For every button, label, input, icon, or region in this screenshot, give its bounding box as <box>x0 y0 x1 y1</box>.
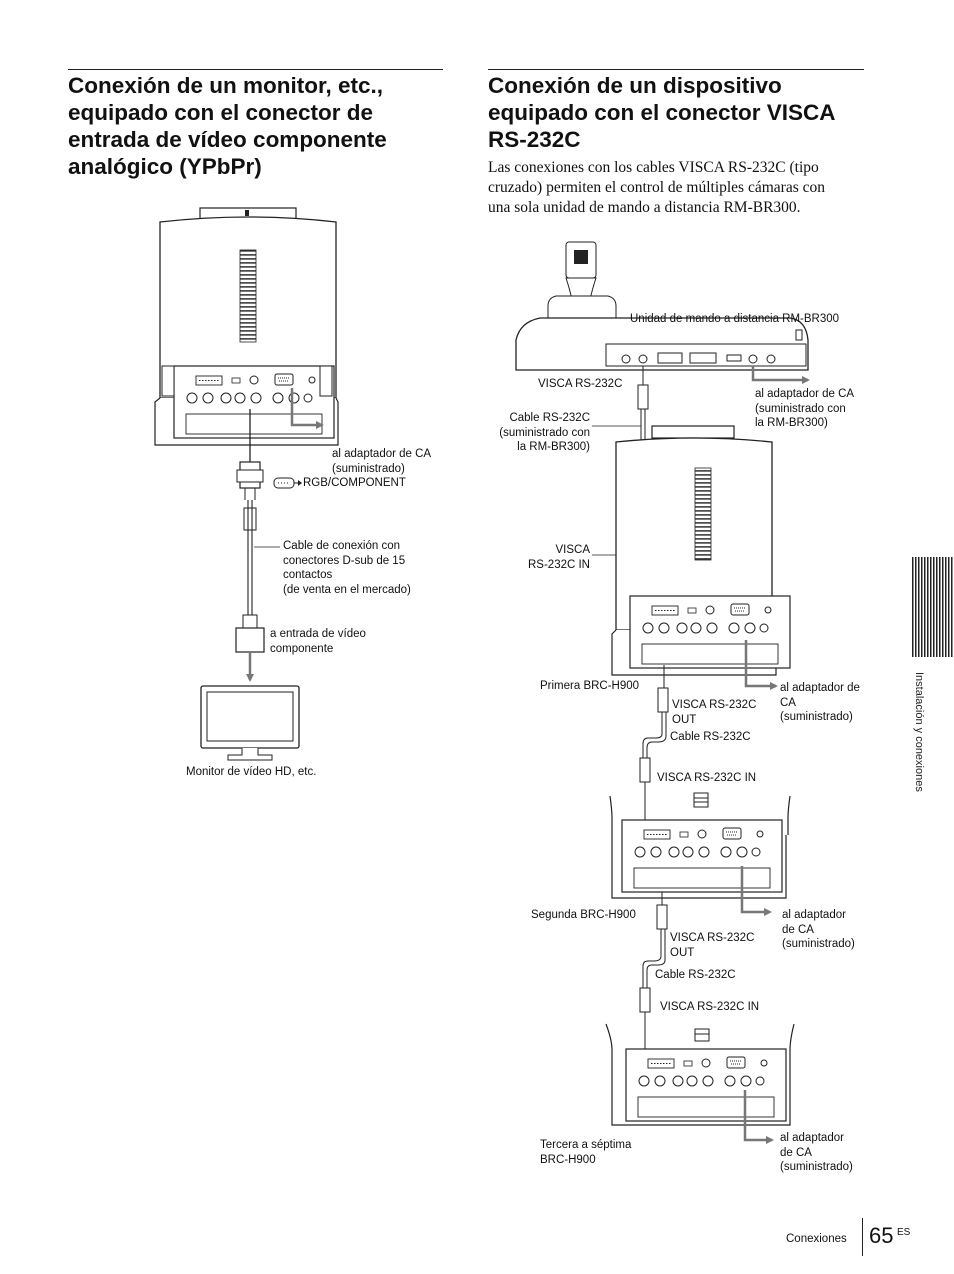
left-heading: Conexión de un monitor, etc., equipado c… <box>68 73 387 179</box>
left-heading-rule <box>68 69 443 70</box>
monitor-label: Monitor de vídeo HD, etc. <box>186 766 317 778</box>
first-ac-adapter-label: al adaptador de CA (suministrado) <box>780 682 860 723</box>
footer-divider <box>862 1218 863 1256</box>
first-camera-illustration <box>611 425 791 835</box>
third-ac-adapter-label: al adaptador de CA (suministrado) <box>780 1132 853 1173</box>
second-visca-out-label: VISCA RS-232C OUT <box>670 932 755 959</box>
page-number: 65 <box>869 1223 894 1248</box>
language-code: ES <box>897 1227 911 1238</box>
right-heading-rule <box>488 69 864 70</box>
first-visca-out-label: VISCA RS-232C OUT <box>672 699 757 726</box>
left-camera-illustration <box>154 207 339 761</box>
rgb-component-label: RGB/COMPONENT <box>303 477 406 489</box>
right-intro-paragraph: Las conexiones con los cables VISCA RS-2… <box>488 159 825 216</box>
second-ac-adapter-label: al adaptador de CA (suministrado) <box>782 909 855 950</box>
third-camera-label: Tercera a séptima BRC-H900 <box>540 1139 632 1166</box>
second-visca-in-label: VISCA RS-232C IN <box>657 772 757 784</box>
section-tab-marker <box>912 557 954 657</box>
left-ac-adapter-label: al adaptador de CA (suministrado) <box>332 448 432 475</box>
supplied-cable-label: Cable RS-232C (suministrado con la RM-BR… <box>499 412 590 453</box>
remote-ac-adapter-label: al adaptador de CA (suministrado con la … <box>755 388 855 429</box>
second-cable-label: Cable RS-232C <box>655 969 736 981</box>
third-visca-in-label: VISCA RS-232C IN <box>660 1001 760 1013</box>
footer-section-name: Conexiones <box>786 1233 847 1245</box>
remote-unit-label: Unidad de mando a distancia RM-BR300 <box>630 313 840 325</box>
first-cable-label: Cable RS-232C <box>670 731 751 743</box>
dsub-cable-label: Cable de conexión con conectores D-sub d… <box>283 540 411 596</box>
video-input-label: a entrada de vídeo componente <box>270 628 366 655</box>
right-heading: Conexión de un dispositivo equipado con … <box>488 73 836 152</box>
remote-visca-port-label: VISCA RS-232C <box>538 378 623 390</box>
first-camera-label: Primera BRC-H900 <box>540 680 640 692</box>
third-camera-illustration <box>605 1023 795 1144</box>
second-camera-illustration <box>609 792 791 1055</box>
first-visca-in-label: VISCA RS-232C IN <box>528 544 590 571</box>
section-tab-label: Instalación y conexiones <box>913 672 925 792</box>
second-camera-label: Segunda BRC-H900 <box>531 909 636 921</box>
